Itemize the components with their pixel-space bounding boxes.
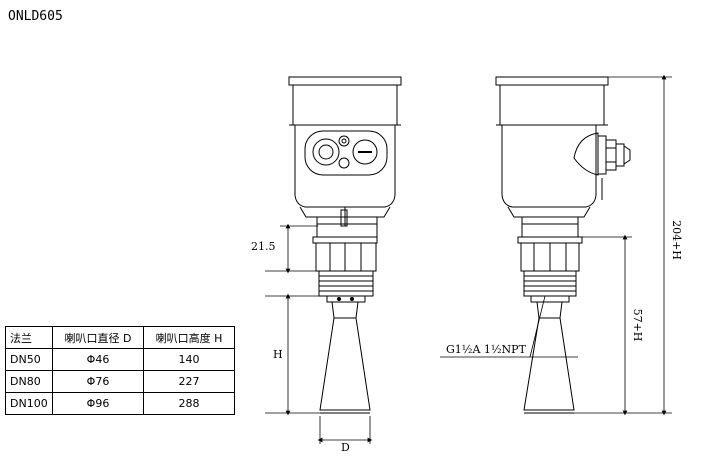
front-knob-left: [312, 138, 340, 166]
dim-57-h-label: 57+H: [631, 309, 644, 342]
cell-height: 288: [143, 392, 235, 415]
front-indicator-bottom: [338, 157, 350, 169]
thread-spec-label: G1½A 1½NPT: [446, 343, 527, 356]
cell-flange: DN100: [5, 392, 53, 415]
table-row: DN100 Φ96 288: [5, 392, 235, 415]
dim-h-label: H: [273, 348, 283, 361]
side-thread: [523, 270, 577, 297]
front-display-panel: [304, 130, 388, 176]
header-horn-diameter: 喇叭口直径 D: [52, 326, 144, 349]
side-body: [501, 125, 597, 208]
side-neck: [521, 216, 579, 238]
cell-diameter: Φ76: [52, 370, 144, 393]
front-body: [294, 125, 396, 208]
dimension-table: 法兰 喇叭口直径 D 喇叭口高度 H DN50 Φ46 140 DN80 Φ76…: [5, 326, 235, 415]
table-header-row: 法兰 喇叭口直径 D 喇叭口高度 H: [5, 326, 235, 349]
model-title: ONLD605: [8, 9, 63, 24]
dimension-lines: [265, 74, 672, 444]
side-horn: [523, 301, 575, 411]
front-indicator-top: [338, 135, 350, 147]
cell-height: 140: [143, 348, 235, 371]
dim-d-label: D: [341, 441, 350, 454]
table-row: DN50 Φ46 140: [5, 348, 235, 371]
front-cover: [292, 84, 398, 126]
header-horn-height: 喇叭口高度 H: [143, 326, 235, 349]
front-horn: [319, 301, 371, 411]
front-view: [288, 76, 402, 414]
side-cover: [499, 84, 605, 126]
cell-diameter: Φ96: [52, 392, 144, 415]
side-top-cap: [495, 76, 609, 86]
cable-gland-shroud: [573, 132, 599, 176]
side-view: [495, 76, 631, 414]
dim-204-h-label: 204+H: [670, 220, 683, 260]
cable-gland: [605, 139, 617, 171]
front-knob-right: [352, 139, 378, 165]
front-hex-nut: [315, 242, 377, 272]
front-thread: [318, 270, 374, 297]
front-top-cap: [288, 76, 402, 86]
dim-21-5-label: 21.5: [251, 240, 276, 253]
